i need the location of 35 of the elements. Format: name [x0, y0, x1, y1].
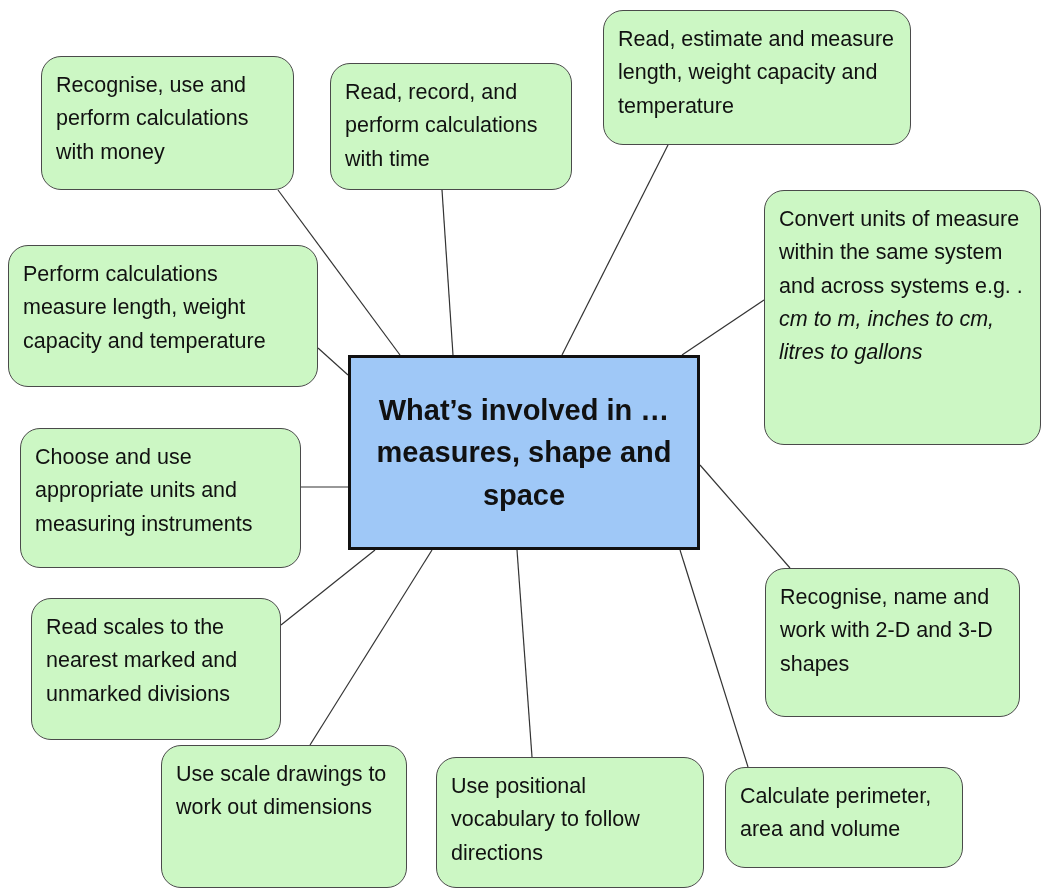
topic-text: Perform calculations measure length, weight capacity and temperature [23, 261, 267, 355]
connector-line [699, 464, 791, 569]
connector-line [441, 189, 454, 356]
topic-text: Read, record, and perform calculations with time [345, 79, 539, 173]
connector-line [277, 189, 401, 356]
topic-text: Use positional vocabulary to follow directions [451, 773, 641, 867]
topic-box [330, 63, 572, 190]
topic-box [603, 10, 911, 145]
topic-box [8, 245, 318, 387]
topic-title: What’s involved in … measures, shape and space [375, 393, 673, 513]
topic-box [31, 598, 281, 740]
topic-text: Convert units of measure within the same system and across systems e.g. . cm to m, inches to cm, litres to gallons [779, 206, 1024, 367]
topic-box [41, 56, 294, 190]
connector-line [317, 347, 349, 376]
connector-line [309, 549, 433, 746]
topic-text: Read scales to the nearest marked and unmarked divisions [46, 614, 239, 708]
topic-box [20, 428, 301, 568]
topic-box [764, 190, 1041, 445]
connector-line [679, 549, 749, 768]
topic-text: Recognise, name and work with 2-D and 3-D shapes [780, 584, 994, 678]
topic-text: Use scale drawings to work out dimensions [176, 761, 388, 822]
topic-box [436, 757, 704, 888]
connector-line [681, 299, 765, 356]
connector-line [280, 549, 376, 626]
topic-text: Calculate perimeter, area and volume [740, 783, 933, 844]
topic-text: Recognise, use and perform calculations with money [56, 72, 250, 166]
connector-line [561, 144, 669, 356]
topic-box [161, 745, 407, 888]
topic-text: Choose and use appropriate units and measuring instruments [35, 444, 254, 538]
topic-box [765, 568, 1020, 717]
connector-line [300, 486, 349, 488]
connector-line [516, 549, 533, 758]
topic-text: Read, estimate and measure length, weight capacity and temperature [618, 26, 896, 120]
topic-box [725, 767, 963, 868]
central-topic-box [348, 355, 700, 550]
